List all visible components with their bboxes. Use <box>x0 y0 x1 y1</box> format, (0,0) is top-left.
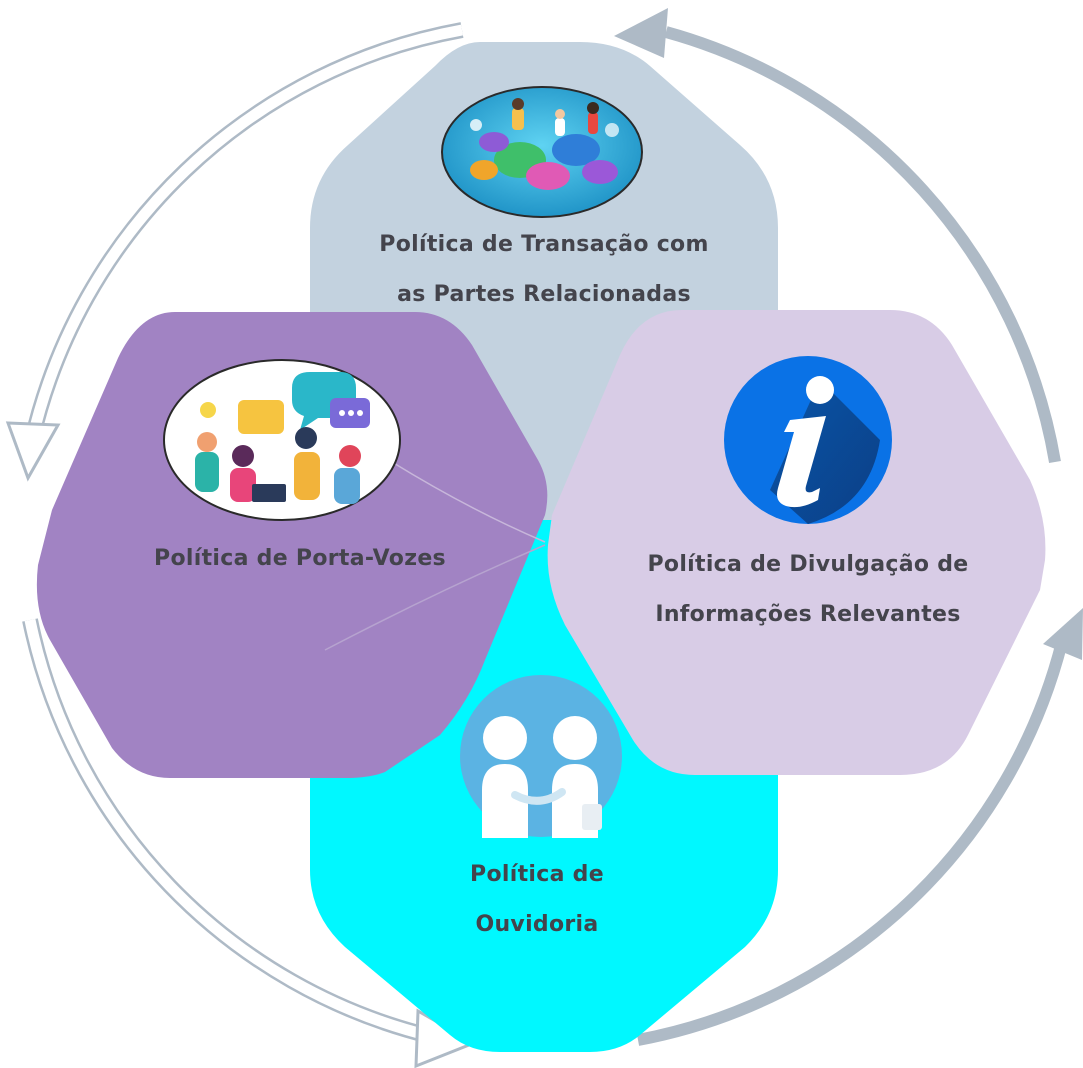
arrow-top-left <box>5 22 464 482</box>
label-transacao: Política de Transação com as Partes Rela… <box>310 220 778 320</box>
label-porta-vozes-line1: Política de Porta-Vozes <box>154 546 446 571</box>
people-chat-icon <box>441 86 643 218</box>
label-ouvidoria-line2: Ouvidoria <box>475 912 599 937</box>
seam-line <box>324 544 546 651</box>
label-divulgacao-line2: Informações Relevantes <box>655 602 961 627</box>
seam-line <box>391 461 546 543</box>
handshake-icon <box>460 675 622 838</box>
shape-divulgacao <box>547 310 1046 775</box>
arrow-bottom-right <box>636 608 1083 1046</box>
label-divulgacao-line1: Política de Divulgação de <box>647 552 969 577</box>
arrow-top-right <box>614 8 1061 464</box>
cycle-arrows <box>5 8 1083 1068</box>
shapes <box>36 42 1046 1052</box>
label-transacao-line2: as Partes Relacionadas <box>397 282 691 307</box>
arrow-bottom-left <box>22 618 478 1068</box>
label-porta-vozes: Política de Porta-Vozes <box>80 534 520 584</box>
information-icon <box>724 356 892 524</box>
label-ouvidoria: Política de Ouvidoria <box>387 850 687 950</box>
team-discussion-icon <box>163 359 401 521</box>
label-ouvidoria-line1: Política de <box>470 862 604 887</box>
label-divulgacao: Política de Divulgação de Informações Re… <box>588 540 1028 640</box>
label-transacao-line1: Política de Transação com <box>379 232 709 257</box>
